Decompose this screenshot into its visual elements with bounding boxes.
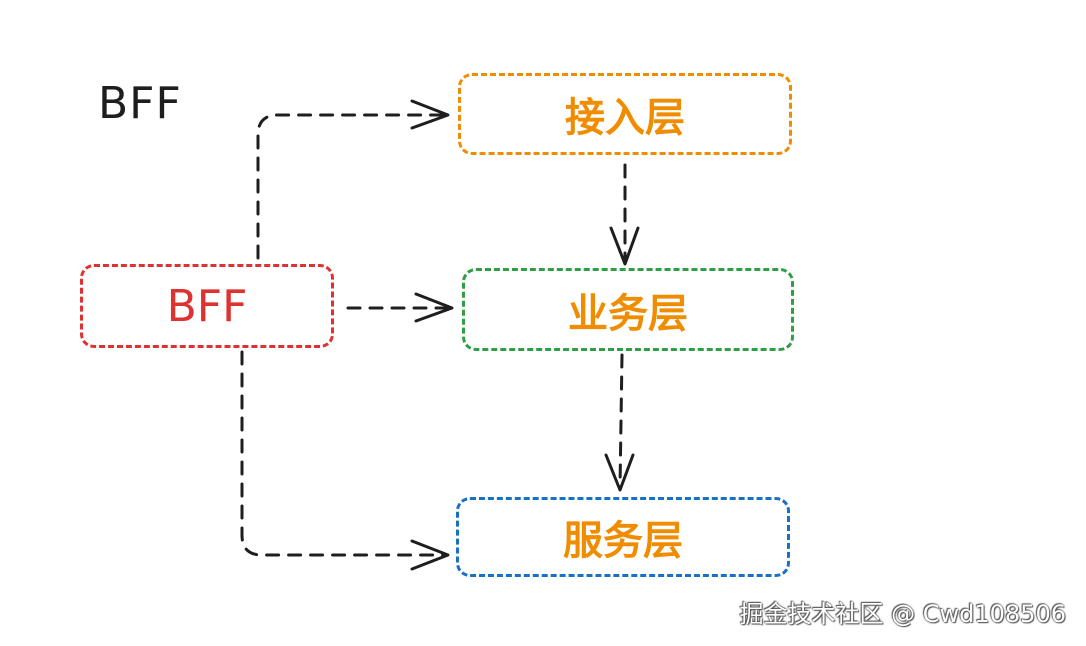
node-business-layer-label: 业务层 xyxy=(568,290,688,337)
arrowhead-access xyxy=(410,99,450,130)
arrowhead-service xyxy=(410,539,450,571)
node-bff-label: BFF xyxy=(166,280,248,332)
node-access-layer: 接入层 xyxy=(458,73,792,155)
arrowhead-business xyxy=(414,292,454,323)
edge-business-to-service xyxy=(618,353,624,490)
node-bff: BFF xyxy=(80,264,334,348)
node-service-layer: 服务层 xyxy=(456,497,790,577)
node-access-layer-label: 接入层 xyxy=(565,95,685,141)
node-business-layer: 业务层 xyxy=(462,268,794,351)
edge-bff-to-service xyxy=(240,350,448,557)
diagram-title: BFF xyxy=(98,78,182,129)
watermark-text: 掘金技术社区 @ Cwd108506 xyxy=(739,600,1067,628)
arrowhead-business-top xyxy=(609,226,640,266)
node-service-layer-label: 服务层 xyxy=(563,518,683,564)
arrowhead-service-top xyxy=(604,453,635,492)
edge-bff-to-access xyxy=(256,113,448,260)
